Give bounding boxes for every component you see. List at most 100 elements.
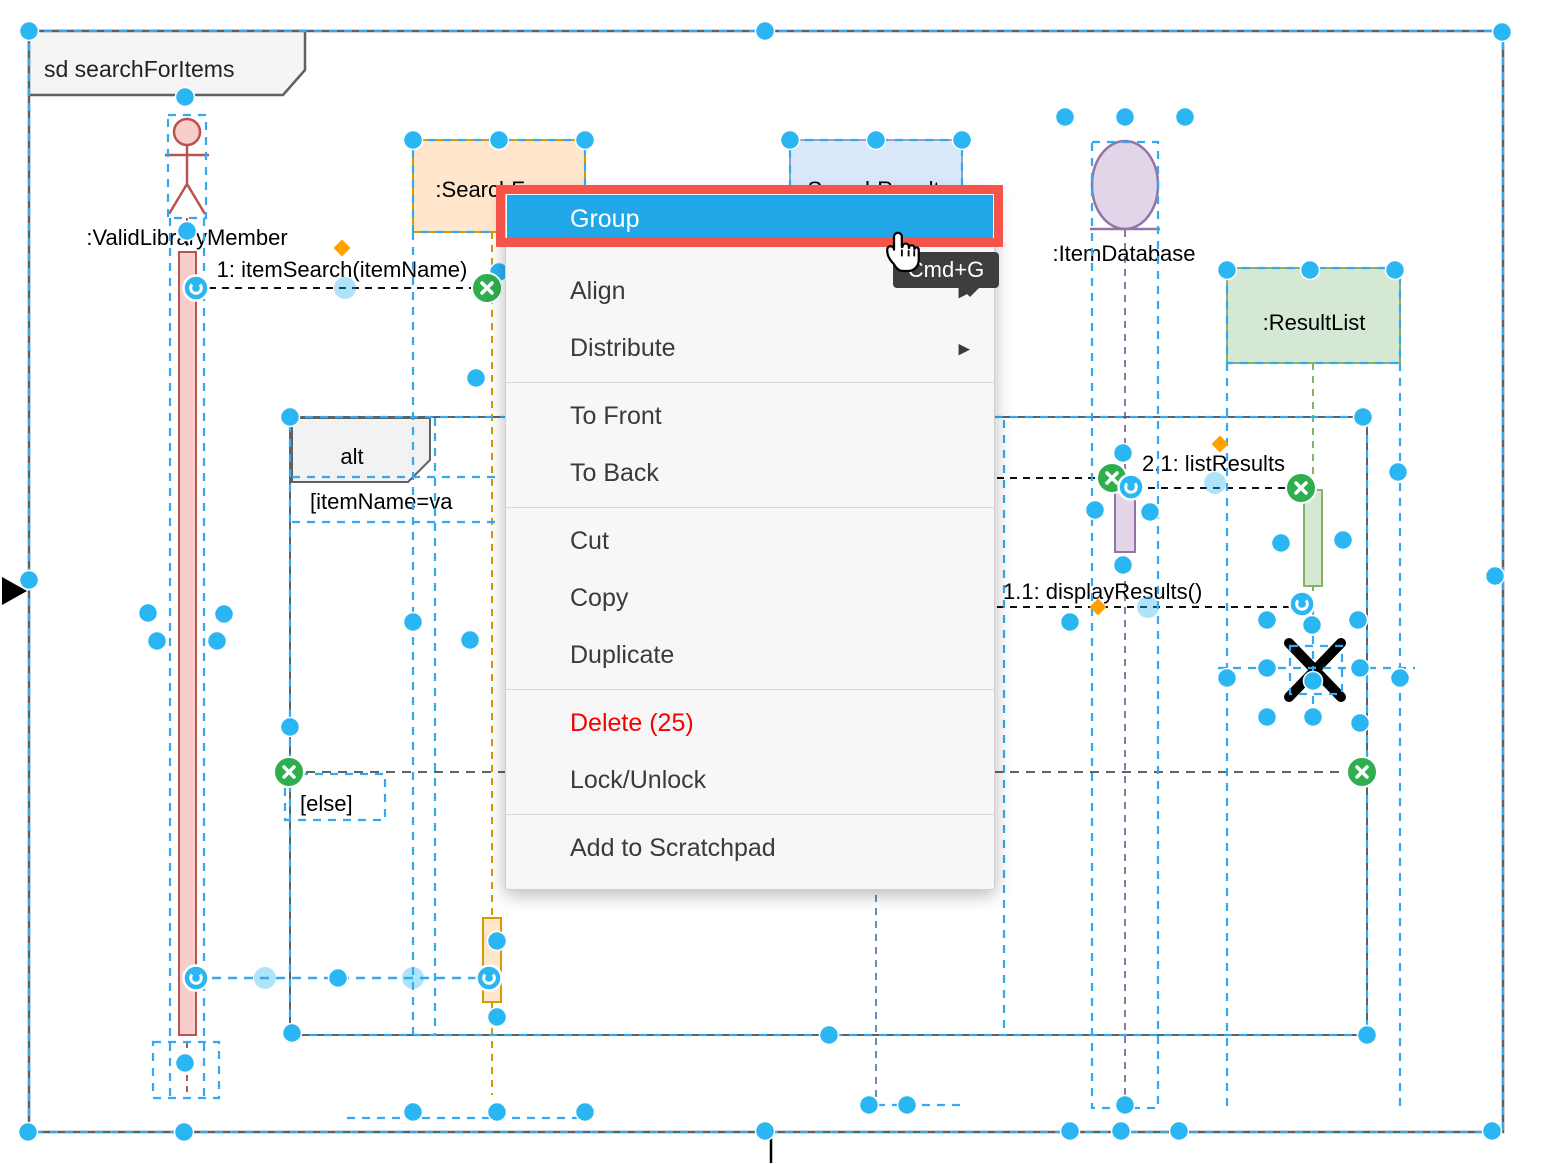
selection-handle[interactable] bbox=[327, 967, 349, 989]
selection-handle[interactable] bbox=[1302, 706, 1324, 728]
selection-handle[interactable] bbox=[1332, 529, 1354, 551]
selection-handle[interactable] bbox=[1054, 106, 1076, 128]
rotate-handle[interactable] bbox=[475, 964, 503, 992]
selection-handle[interactable] bbox=[1347, 609, 1369, 631]
selection-handle[interactable] bbox=[951, 129, 973, 151]
endpoint-x-handle[interactable] bbox=[1285, 472, 1317, 504]
selection-handle-ghost[interactable] bbox=[1204, 472, 1226, 494]
selection-handle-ghost[interactable] bbox=[254, 967, 276, 989]
destroy-x-marker[interactable] bbox=[1284, 638, 1346, 702]
rotate-handle[interactable] bbox=[1117, 473, 1145, 501]
endpoint-x-handle[interactable] bbox=[273, 756, 305, 788]
selection-handle[interactable] bbox=[1114, 106, 1136, 128]
selection-handle-ghost[interactable] bbox=[402, 967, 424, 989]
selection-handle[interactable] bbox=[1216, 667, 1238, 689]
selection-handle[interactable] bbox=[1384, 259, 1406, 281]
selection-handle[interactable] bbox=[1349, 657, 1371, 679]
endpoint-x-handle[interactable] bbox=[471, 272, 503, 304]
selection-handle[interactable] bbox=[488, 129, 510, 151]
selection-handle[interactable] bbox=[1174, 106, 1196, 128]
selection-handle[interactable] bbox=[1302, 670, 1324, 692]
selection-handle[interactable] bbox=[818, 1024, 840, 1046]
menu-item-delete[interactable]: Delete (25) bbox=[570, 709, 694, 737]
selection-handle[interactable] bbox=[1110, 1120, 1132, 1142]
menu-item-copy[interactable]: Copy bbox=[570, 584, 629, 612]
selection-handle[interactable] bbox=[173, 1121, 195, 1143]
connection-point-diamond[interactable] bbox=[1211, 435, 1229, 453]
selection-handle[interactable] bbox=[754, 1120, 776, 1142]
selection-handle[interactable] bbox=[176, 220, 198, 242]
selection-handle[interactable] bbox=[1216, 259, 1238, 281]
rotate-handle[interactable] bbox=[182, 964, 210, 992]
menu-item-to-back[interactable]: To Back bbox=[570, 459, 659, 487]
selection-handle[interactable] bbox=[1139, 501, 1161, 523]
menu-item-distribute[interactable]: Distribute ▶ bbox=[506, 320, 994, 377]
activation-resultlist[interactable] bbox=[1303, 489, 1323, 587]
rotate-handle[interactable] bbox=[182, 274, 210, 302]
selection-handle[interactable] bbox=[486, 1101, 508, 1123]
actor-figure[interactable] bbox=[165, 117, 209, 215]
selection-handle[interactable] bbox=[779, 129, 801, 151]
selection-handle[interactable] bbox=[459, 629, 481, 651]
selection-handle[interactable] bbox=[1387, 461, 1409, 483]
selection-handle[interactable] bbox=[18, 569, 40, 591]
object-resultlist[interactable] bbox=[1226, 267, 1401, 364]
selection-handle[interactable] bbox=[574, 1101, 596, 1123]
selection-handle[interactable] bbox=[146, 630, 168, 652]
selection-handle[interactable] bbox=[486, 1006, 508, 1028]
selection-handle[interactable] bbox=[279, 716, 301, 738]
selection-handle[interactable] bbox=[17, 1121, 39, 1143]
selection-handle[interactable] bbox=[465, 367, 487, 389]
selection-handle[interactable] bbox=[206, 630, 228, 652]
selection-handle[interactable] bbox=[402, 129, 424, 151]
menu-item-group[interactable]: Group bbox=[507, 195, 993, 243]
menu-item-lock-unlock[interactable]: Lock/Unlock bbox=[570, 766, 707, 794]
selection-handle[interactable] bbox=[1484, 565, 1506, 587]
selection-handle[interactable] bbox=[858, 1094, 880, 1116]
selection-handle[interactable] bbox=[402, 1101, 424, 1123]
menu-item-add-to-scratchpad[interactable]: Add to Scratchpad bbox=[570, 834, 776, 862]
selection-handle[interactable] bbox=[1168, 1120, 1190, 1142]
selection-handle[interactable] bbox=[754, 20, 776, 42]
selection-handle[interactable] bbox=[1256, 609, 1278, 631]
alt-label-pentagon[interactable] bbox=[291, 417, 431, 483]
selection-handle[interactable] bbox=[1059, 1120, 1081, 1142]
selection-handle[interactable] bbox=[1112, 442, 1134, 464]
menu-item-cut[interactable]: Cut bbox=[570, 527, 609, 555]
selection-handle[interactable] bbox=[1349, 712, 1371, 734]
menu-item-to-front[interactable]: To Front bbox=[570, 402, 662, 430]
selection-handle[interactable] bbox=[174, 86, 196, 108]
selection-handle[interactable] bbox=[574, 129, 596, 151]
selection-handle[interactable] bbox=[1352, 406, 1374, 428]
selection-handle[interactable] bbox=[1389, 667, 1411, 689]
menu-item-duplicate[interactable]: Duplicate bbox=[570, 641, 675, 669]
selection-handle-ghost[interactable] bbox=[334, 277, 356, 299]
selection-handle[interactable] bbox=[281, 1022, 303, 1044]
selection-handle[interactable] bbox=[1356, 1024, 1378, 1046]
selection-handle[interactable] bbox=[1114, 1094, 1136, 1116]
selection-handle[interactable] bbox=[402, 611, 424, 633]
selection-handle[interactable] bbox=[1270, 532, 1292, 554]
selection-handle[interactable] bbox=[1256, 657, 1278, 679]
selection-handle[interactable] bbox=[137, 602, 159, 624]
selection-handle-ghost[interactable] bbox=[1137, 596, 1159, 618]
selection-handle[interactable] bbox=[1299, 259, 1321, 281]
selection-handle[interactable] bbox=[896, 1094, 918, 1116]
connection-point-diamond[interactable] bbox=[1089, 598, 1107, 616]
activation-actor[interactable] bbox=[178, 251, 197, 1036]
selection-handle[interactable] bbox=[486, 930, 508, 952]
rotate-handle[interactable] bbox=[1288, 590, 1316, 618]
selection-handle[interactable] bbox=[1491, 21, 1513, 43]
selection-handle[interactable] bbox=[213, 603, 235, 625]
endpoint-x-handle[interactable] bbox=[1346, 756, 1378, 788]
selection-handle[interactable] bbox=[865, 129, 887, 151]
selection-handle[interactable] bbox=[279, 406, 301, 428]
object-itemdatabase[interactable] bbox=[1090, 139, 1160, 231]
selection-handle[interactable] bbox=[1059, 611, 1081, 633]
selection-handle[interactable] bbox=[1301, 614, 1323, 636]
found-message-arrow[interactable] bbox=[2, 577, 27, 605]
connection-point-diamond[interactable] bbox=[333, 239, 351, 257]
selection-handle[interactable] bbox=[1481, 1120, 1503, 1142]
selection-handle[interactable] bbox=[1256, 706, 1278, 728]
